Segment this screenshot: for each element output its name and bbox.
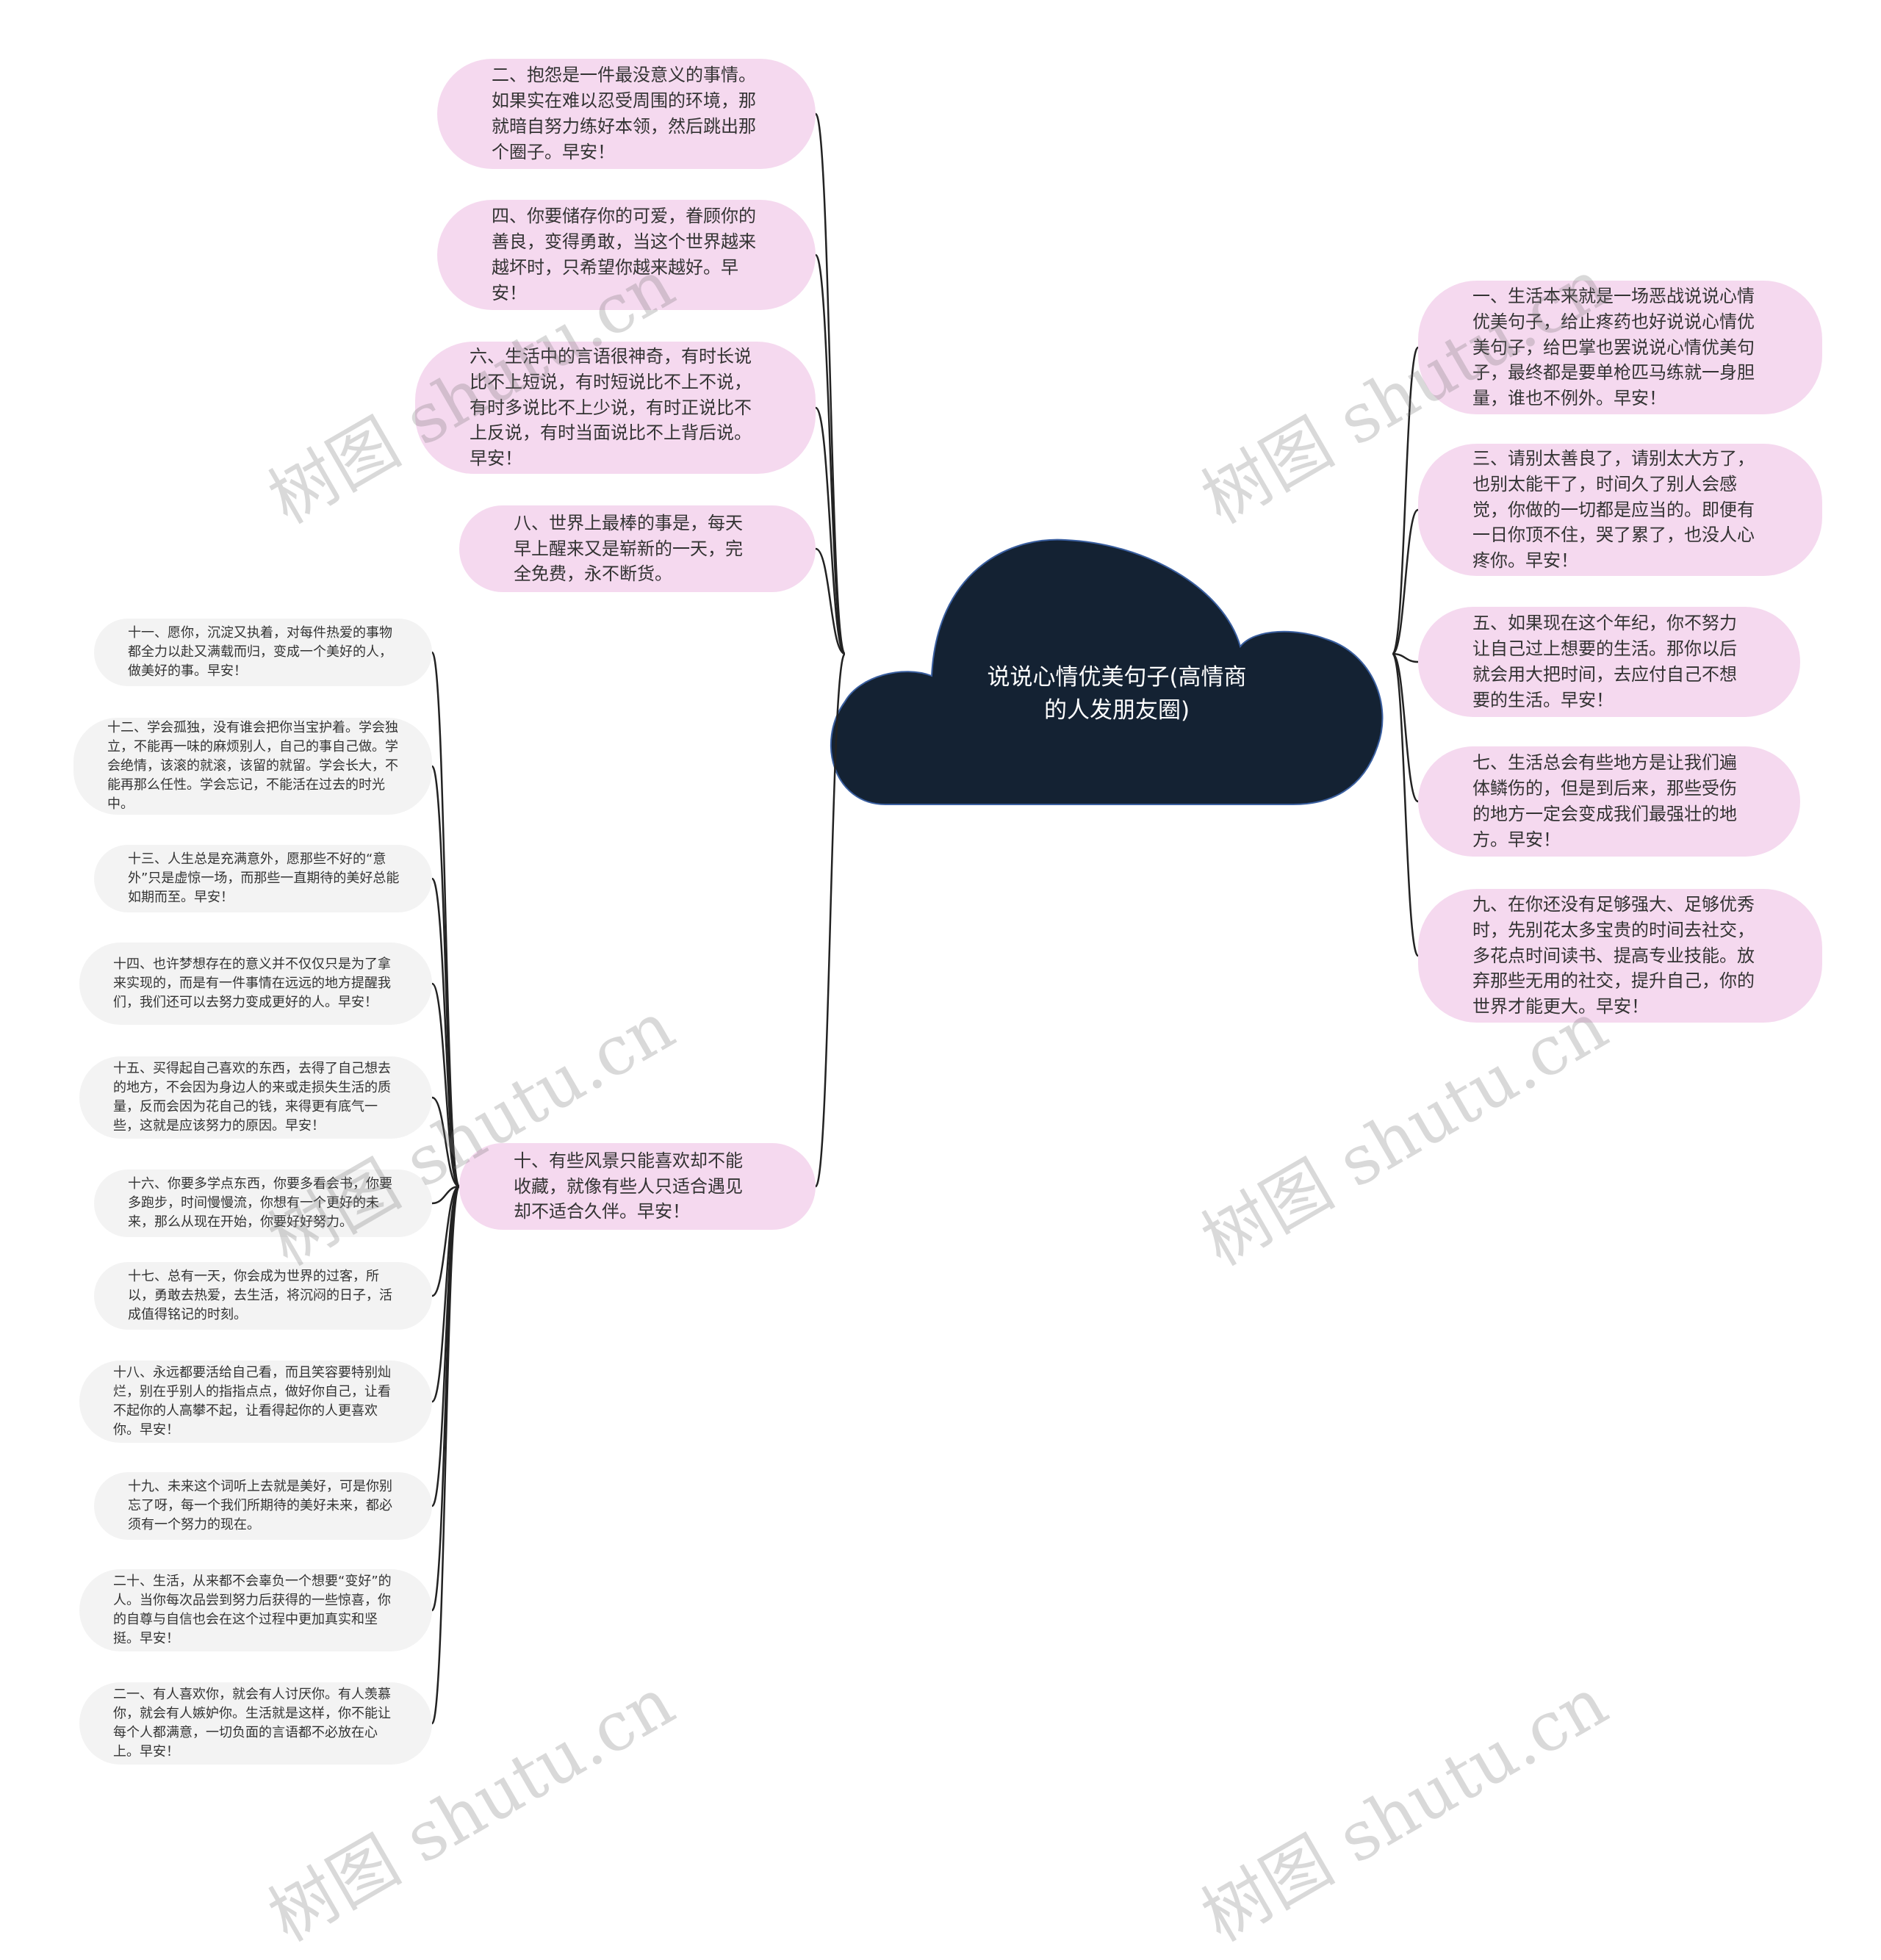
edge-sub-0: [431, 651, 461, 1188]
edge-sub-6: [431, 1185, 460, 1297]
edge-sub-2: [431, 877, 461, 1188]
sub-node-14[interactable]: 十四、也许梦想存在的意义并不仅仅只是为了拿来实现的，而是有一件事情在远远的地方提…: [79, 943, 432, 1025]
right-node-9[interactable]: 九、在你还没有足够强大、足够优秀时，先别花太多宝贵的时间去社交，多花点时间读书、…: [1418, 889, 1822, 1023]
edge-sub-3: [431, 982, 461, 1188]
edge-left-3: [815, 547, 846, 655]
left-node-4[interactable]: 四、你要储存你的可爱，眷顾你的善良，变得勇敢，当这个世界越来越坏时，只希望你越来…: [437, 200, 816, 310]
node-text: 五、如果现在这个年纪，你不努力让自己过上想要的生活。那你以后就会用大把时间，去应…: [1472, 613, 1737, 710]
edge-left-1: [814, 253, 846, 655]
node-text: 二、抱怨是一件最没意义的事情。如果实在难以忍受周围的环境，那就暗自努力练好本领，…: [492, 65, 756, 162]
sub-node-17[interactable]: 十七、总有一天，你会成为世界的过客，所以，勇敢去热爱，去生活，将沉闷的日子，活成…: [94, 1262, 432, 1330]
sub-node-15[interactable]: 十五、买得起自己喜欢的东西，去得了自己想去的地方，不会因为身边人的来或走损失生活…: [79, 1056, 432, 1139]
cloud-shape: [830, 538, 1384, 805]
edge-sub-5: [431, 1185, 460, 1205]
sub-node-19[interactable]: 十九、未来这个词听上去就是美好，可是你别忘了呀，每一个我们所期待的美好未来，都必…: [94, 1472, 432, 1540]
right-node-5[interactable]: 五、如果现在这个年纪，你不努力让自己过上想要的生活。那你以后就会用大把时间，去应…: [1418, 607, 1800, 717]
node-text: 八、世界上最棒的事是，每天早上醒来又是崭新的一天，完全免费，永不断货。: [514, 512, 743, 585]
edge-sub-4: [431, 1096, 460, 1188]
node-text: 十八、永远都要活给自己看，而且笑容要特别灿烂，别在乎别人的指指点点，做好你自己，…: [113, 1364, 391, 1438]
node-text: 十七、总有一天，你会成为世界的过客，所以，勇敢去热爱，去生活，将沉闷的日子，活成…: [128, 1268, 392, 1323]
edge-right-2: [1392, 652, 1419, 663]
sub-node-13[interactable]: 十三、人生总是充满意外，愿那些不好的“意外”只是虚惊一场，而那些一直期待的美好总…: [94, 845, 432, 912]
node-text: 三、请别太善良了，请别太大方了，也别太能干了，时间久了别人会感觉，你做的一切都是…: [1472, 448, 1755, 572]
sub-node-12[interactable]: 十二、学会孤独，没有谁会把你当宝护着。学会独立，不能再一味的麻烦别人，自己的事自…: [73, 718, 432, 815]
edge-right-0: [1391, 346, 1420, 655]
sub-node-20[interactable]: 二十、生活，从来都不会辜负一个想要“变好”的人。当你每次品尝到努力后获得的一些惊…: [79, 1569, 432, 1651]
edge-left-2: [814, 406, 846, 655]
left-node-10[interactable]: 十、有些风景只能喜欢却不能收藏，就像有些人只适合遇见却不适合久伴。早安！: [459, 1143, 816, 1230]
edge-right-4: [1391, 652, 1420, 957]
node-text: 一、生活本来就是一场恶战说说心情优美句子，给止疼药也好说说心情优美句子，给巴掌也…: [1472, 286, 1755, 409]
node-text: 七、生活总会有些地方是让我们遍体鳞伤的，但是到后来，那些受伤的地方一定会变成我们…: [1472, 752, 1737, 850]
edge-sub-1: [431, 765, 461, 1188]
node-text: 六、生活中的言语很神奇，有时长说比不上短说，有时短说比不上不说，有时多说比不上少…: [470, 346, 752, 469]
node-text: 十九、未来这个词听上去就是美好，可是你别忘了呀，每一个我们所期待的美好未来，都必…: [128, 1478, 392, 1533]
right-node-1[interactable]: 一、生活本来就是一场恶战说说心情优美句子，给止疼药也好说说心情优美句子，给巴掌也…: [1418, 281, 1822, 414]
right-node-7[interactable]: 七、生活总会有些地方是让我们遍体鳞伤的，但是到后来，那些受伤的地方一定会变成我们…: [1418, 746, 1800, 857]
node-text: 十五、买得起自己喜欢的东西，去得了自己想去的地方，不会因为身边人的来或走损失生活…: [113, 1060, 391, 1134]
edge-sub-7: [431, 1185, 461, 1403]
node-text: 二一、有人喜欢你，就会有人讨厌你。有人羡慕你，就会有人嫉妒你。生活就是这样，你不…: [113, 1686, 391, 1760]
left-node-6[interactable]: 六、生活中的言语很神奇，有时长说比不上短说，有时短说比不上不说，有时多说比不上少…: [415, 342, 816, 474]
edge-left-0: [814, 112, 846, 655]
sub-node-21[interactable]: 二一、有人喜欢你，就会有人讨厌你。有人羡慕你，就会有人嫉妒你。生活就是这样，你不…: [79, 1682, 432, 1765]
node-text: 十四、也许梦想存在的意义并不仅仅只是为了拿来实现的，而是有一件事情在远远的地方提…: [113, 956, 391, 1011]
node-text: 十三、人生总是充满意外，愿那些不好的“意外”只是虚惊一场，而那些一直期待的美好总…: [128, 851, 400, 906]
central-topic[interactable]: 说说心情优美句子(高情商 的人发朋友圈): [987, 664, 1247, 724]
connector-lines: [431, 112, 1420, 1725]
node-text: 四、你要储存你的可爱，眷顾你的善良，变得勇敢，当这个世界越来越坏时，只希望你越来…: [492, 206, 756, 303]
node-text: 九、在你还没有足够强大、足够优秀时，先别花太多宝贵的时间去社交，多花点时间读书、…: [1472, 894, 1755, 1017]
edge-right-3: [1392, 652, 1419, 803]
node-text: 十六、你要多学点东西，你要多看会书，你要多跑步，时间慢慢流，你想有一个更好的未来…: [128, 1175, 392, 1231]
node-text: 十、有些风景只能喜欢却不能收藏，就像有些人只适合遇见却不适合久伴。早安！: [514, 1150, 743, 1222]
right-node-3[interactable]: 三、请别太善良了，请别太大方了，也别太能干了，时间久了别人会感觉，你做的一切都是…: [1418, 444, 1822, 576]
sub-node-18[interactable]: 十八、永远都要活给自己看，而且笑容要特别灿烂，别在乎别人的指指点点，做好你自己，…: [79, 1361, 432, 1443]
node-text: 十二、学会孤独，没有谁会把你当宝护着。学会独立，不能再一味的麻烦别人，自己的事自…: [107, 719, 398, 813]
edge-sub-10: [431, 1185, 461, 1725]
left-node-8[interactable]: 八、世界上最棒的事是，每天早上醒来又是崭新的一天，完全免费，永不断货。: [459, 505, 816, 592]
edge-left-4: [814, 652, 846, 1188]
sub-node-16[interactable]: 十六、你要多学点东西，你要多看会书，你要多跑步，时间慢慢流，你想有一个更好的未来…: [94, 1170, 432, 1237]
sub-node-11[interactable]: 十一、愿你，沉淀又执着，对每件热爱的事物都全力以赴又满载而归，变成一个美好的人，…: [94, 619, 432, 686]
node-text: 二十、生活，从来都不会辜负一个想要“变好”的人。当你每次品尝到努力后获得的一些惊…: [113, 1573, 392, 1647]
node-text: 十一、愿你，沉淀又执着，对每件热爱的事物都全力以赴又满载而归，变成一个美好的人，…: [128, 624, 392, 680]
edge-right-1: [1392, 508, 1419, 655]
edge-sub-9: [431, 1185, 461, 1612]
left-node-2[interactable]: 二、抱怨是一件最没意义的事情。如果实在难以忍受周围的环境，那就暗自努力练好本领，…: [437, 59, 816, 169]
